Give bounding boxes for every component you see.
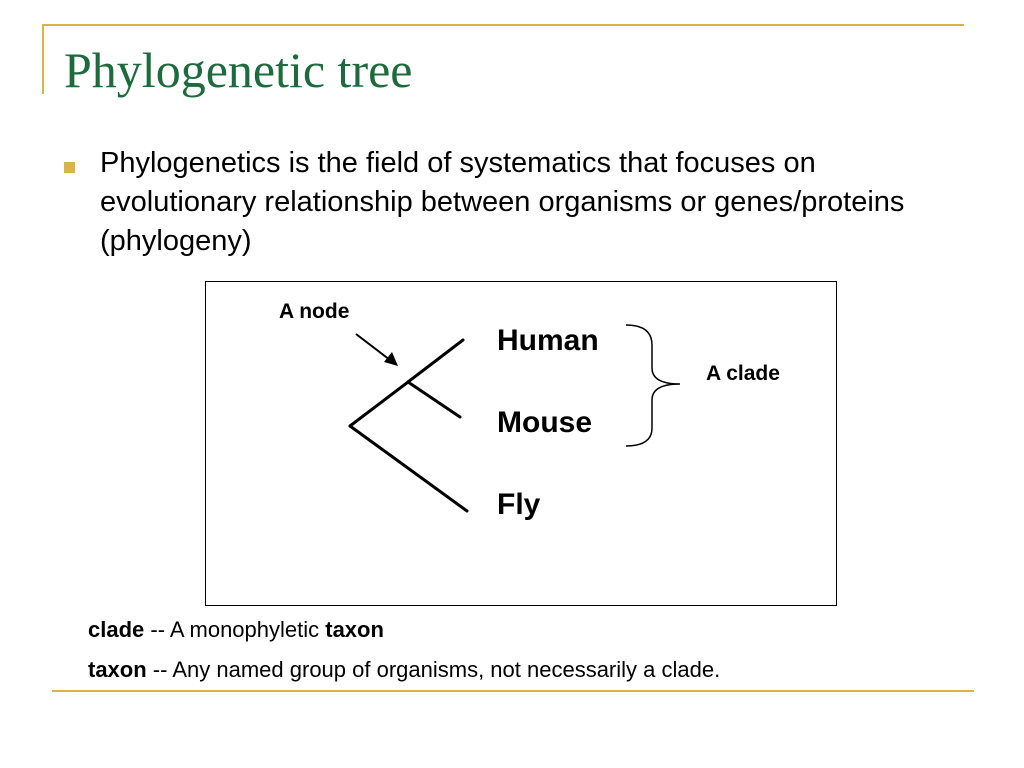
branch-human bbox=[406, 338, 465, 384]
branch-root-to-node bbox=[348, 380, 410, 428]
frame-bottom-rule bbox=[52, 690, 974, 692]
definition-text: -- Any named group of organisms, not nec… bbox=[146, 657, 721, 682]
definition-term: taxon bbox=[88, 657, 147, 682]
frame-top-rule bbox=[42, 24, 964, 26]
definition-text: -- A monophyletic bbox=[144, 617, 326, 642]
diagram-box bbox=[205, 281, 837, 606]
definition-term: taxon bbox=[325, 617, 384, 642]
definition-term: clade bbox=[88, 617, 145, 642]
frame-left-rule bbox=[42, 24, 44, 94]
node-arrow-head bbox=[384, 352, 398, 366]
taxon-label-fly: Fly bbox=[497, 488, 541, 521]
clade-bracket bbox=[625, 324, 681, 447]
branch-mouse bbox=[406, 380, 462, 419]
taxon-label-mouse: Mouse bbox=[497, 406, 593, 439]
bullet-text: Phylogenetics is the field of systematic… bbox=[100, 147, 905, 257]
definition-taxon: taxon -- Any named group of organisms, n… bbox=[88, 657, 720, 683]
node-arrow bbox=[355, 333, 391, 361]
clade-label: A clade bbox=[706, 362, 780, 385]
bullet-square-icon bbox=[64, 162, 75, 173]
taxon-label-human: Human bbox=[497, 324, 599, 357]
definition-clade: clade -- A monophyletic taxon bbox=[88, 617, 384, 643]
slide-title: Phylogenetic tree bbox=[64, 42, 413, 98]
branch-fly bbox=[348, 424, 469, 513]
node-label: A node bbox=[279, 300, 350, 323]
